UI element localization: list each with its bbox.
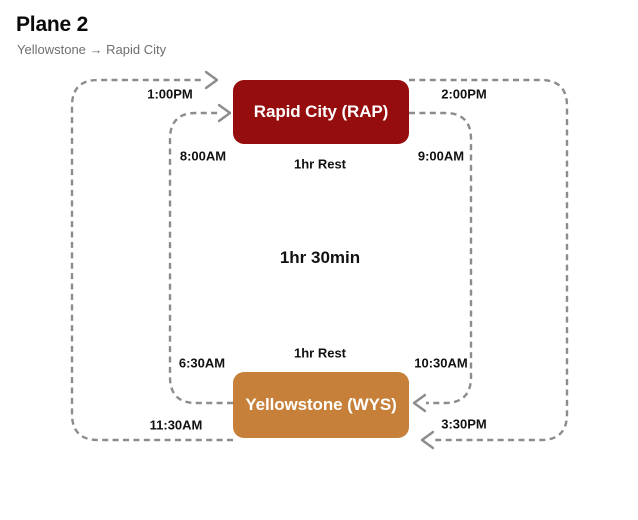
node-rapid-city: Rapid City (RAP) (233, 80, 409, 144)
route-wys-to-rap-inner (168, 111, 233, 405)
route-rap-to-wys-inner (409, 111, 473, 405)
route-wys-to-rap-outer (70, 78, 233, 442)
flight-duration-label: 1hr 30min (279, 248, 361, 267)
rest-label-yellowstone: 1hr Rest (293, 345, 347, 361)
time-label-arrive-yellowstone-outer: 3:30PM (441, 416, 487, 432)
arrowhead-right-icon (204, 70, 219, 90)
node-yellowstone-label: Yellowstone (WYS) (245, 395, 397, 414)
rest-label-rapid-city: 1hr Rest (293, 156, 347, 172)
time-label-arrive-yellowstone-inner: 10:30AM (414, 355, 468, 371)
time-label-arrive-rapid-city-outer: 1:00PM (147, 86, 193, 102)
time-label-depart-yellowstone-outer: 11:30AM (149, 417, 203, 433)
time-label-arrive-rapid-city-inner: 8:00AM (179, 148, 227, 164)
time-label-depart-yellowstone-inner: 6:30AM (178, 355, 226, 371)
arrowhead-left-icon (412, 393, 427, 413)
time-label-depart-rapid-city-inner: 9:00AM (417, 148, 465, 164)
arrowhead-left-icon (420, 430, 435, 450)
time-label-depart-rapid-city-outer: 2:00PM (441, 86, 487, 102)
route-rap-to-wys-outer (409, 78, 569, 442)
arrowhead-right-icon (217, 103, 232, 123)
node-yellowstone: Yellowstone (WYS) (233, 372, 409, 438)
node-rapid-city-label: Rapid City (RAP) (253, 102, 389, 121)
page-subtitle: Yellowstone → Rapid City (17, 42, 167, 57)
page-title: Plane 2 (16, 13, 89, 36)
